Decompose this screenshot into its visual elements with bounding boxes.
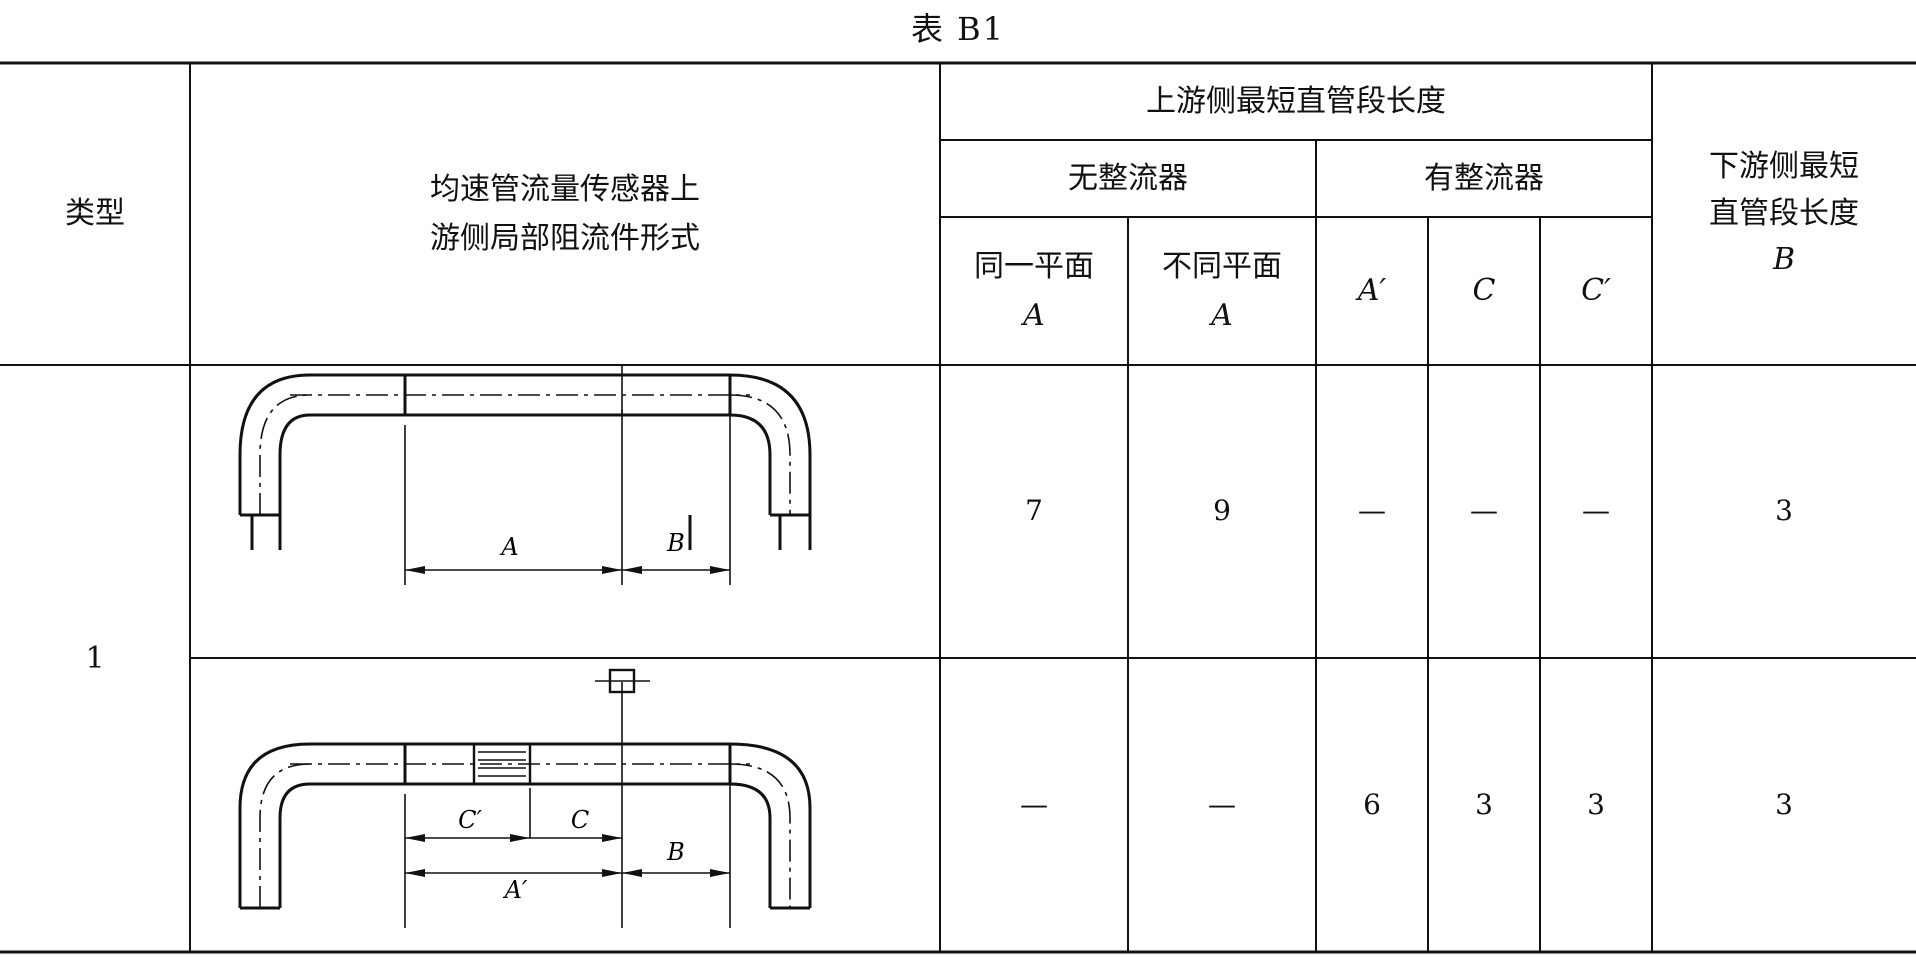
row1-a-prime-value: — [1358, 494, 1386, 528]
pipe-diagram-2: C′ C A′ B [238, 668, 812, 928]
row2-c-prime-value: 3 [1587, 787, 1605, 821]
header-fitting-form: 均速管流量传感器上 游侧局部阻流件形式 [190, 63, 940, 365]
header-c-prime: C′ [1581, 273, 1611, 309]
header-same-plane: 同一平面 A [940, 217, 1128, 365]
header-upstream-length: 上游侧最短直管段长度 [1146, 83, 1446, 119]
header-type: 类型 [65, 196, 125, 232]
row2-same-plane-value: — [1020, 787, 1048, 821]
header-downstream-symbol: B [1772, 242, 1796, 278]
diagram1-label-b: B [666, 529, 685, 557]
row1-different-plane-value: 9 [1213, 494, 1231, 528]
pipe-diagram-1: A B [238, 365, 812, 585]
header-c: C [1472, 273, 1496, 309]
header-same-plane-symbol: A [1023, 298, 1045, 333]
row1-downstream-value: 3 [1775, 494, 1793, 528]
header-with-straightener: 有整流器 [1424, 160, 1544, 196]
diagram2-label-c: C [571, 806, 589, 834]
header-different-plane: 不同平面 A [1128, 217, 1316, 365]
header-fitting-form-line2: 游侧局部阻流件形式 [430, 221, 700, 256]
diagram2-label-c-prime: C′ [458, 806, 482, 834]
header-no-straightener: 无整流器 [1068, 160, 1188, 196]
row2-a-prime-value: 6 [1363, 787, 1381, 821]
row1-c-prime-value: — [1582, 494, 1610, 528]
diagram1-label-a: A [499, 533, 518, 561]
row1-c-value: — [1470, 494, 1498, 528]
row1-same-plane-value: 7 [1025, 494, 1043, 528]
header-fitting-form-line1: 均速管流量传感器上 [430, 171, 700, 207]
row2-downstream-value: 3 [1775, 787, 1793, 821]
diagram2-label-a-prime: A′ [503, 876, 528, 904]
table-caption: 表 B1 [910, 10, 1006, 48]
header-downstream-length: 下游侧最短 直管段长度 B [1652, 63, 1916, 365]
header-a-prime: A′ [1357, 273, 1387, 309]
type-value: 1 [85, 640, 105, 676]
diagram2-label-b: B [666, 838, 685, 866]
row2-different-plane-value: — [1208, 787, 1236, 821]
header-different-plane-symbol: A [1211, 298, 1233, 333]
row2-c-value: 3 [1475, 787, 1493, 821]
